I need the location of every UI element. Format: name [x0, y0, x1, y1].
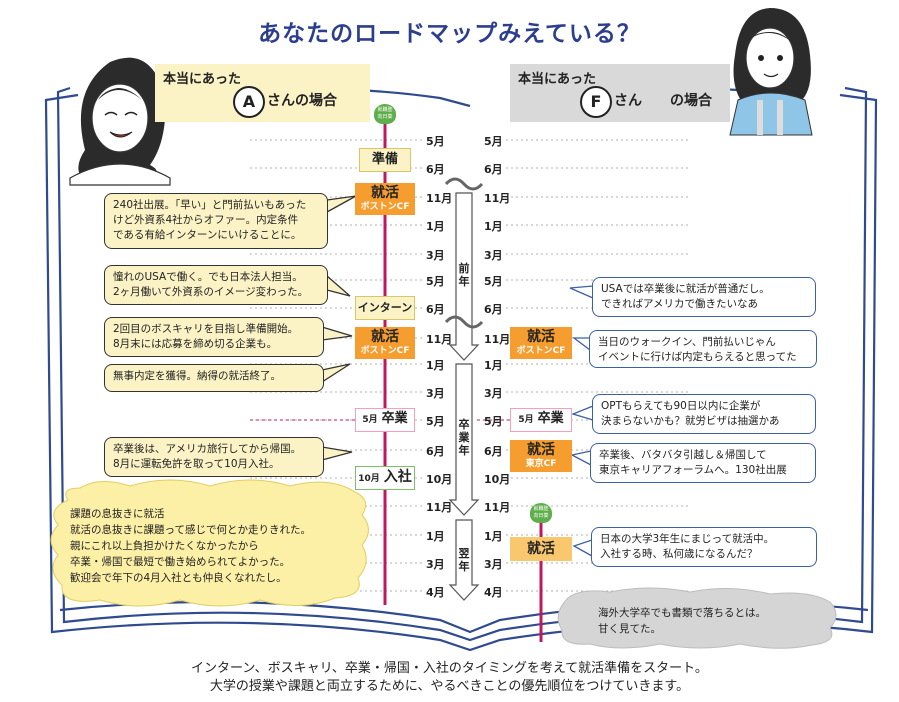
month-label-left: 3月: [426, 249, 445, 262]
character-a-icon: [69, 57, 171, 186]
month-label-right: 1月: [484, 530, 503, 543]
f-bubble-3: OPTもらえても90日以内に企業が決まらないかも？就労ビザは抽選かあ: [592, 394, 816, 434]
bubble-tails: [321, 195, 357, 461]
page-title: あなたのロードマップみえている？: [258, 21, 641, 47]
month-label-left: 11月: [426, 501, 453, 514]
phase-arrow-sotsugyo: [448, 363, 480, 516]
month-label-left: 11月: [426, 192, 453, 205]
character-f-icon: [729, 8, 813, 136]
f-summary-text: 海外大学卒でも書類で落ちるとは。 甘く見てた。: [598, 607, 766, 635]
a-bubble-4: 無事内定を獲得。納得の就活終了。: [104, 364, 324, 392]
time-break-wave-1: [444, 177, 484, 191]
a-tag-nyusha: 10月入社: [355, 466, 415, 490]
month-label-left: 3月: [426, 558, 445, 571]
f-tag-shukatsu-2: 就活東京CF: [510, 440, 572, 472]
a-bubble-1: 240社出展。「早い」と門前払いもあったけど外資系4社からオファー。内定条件であ…: [104, 193, 328, 249]
f-summary-cloud: [557, 587, 837, 649]
a-summary-text: 課題の息抜きに就活 就活の息抜きに課題って感じで何とか走りきれた。 親にこれ以上…: [70, 508, 311, 584]
f-tag-shukatsu-1: 就活ボストンCF: [510, 327, 572, 359]
month-label-left: 5月: [426, 135, 445, 148]
f-tag-sotsugyo: 5月卒業: [510, 408, 572, 432]
a-tag-shukatsu-2: 就活ボストンCF: [355, 327, 415, 359]
phase-label-sotsugyo: 卒業年: [458, 418, 470, 457]
header-a-initial: A: [233, 86, 265, 118]
month-label-right: 5月: [484, 415, 503, 428]
footer-line-1: インターン、ボスキャリ、卒業・帰国・入社のタイミングを考えて就活準備をスタート。: [191, 661, 708, 676]
phase-label-zennen: 前年: [458, 262, 470, 288]
f-bubble-5: 日本の大学3年生にまじって就活中。入社する時、私何歳になるんだ？: [591, 527, 817, 567]
a-tag-junbi: 準備: [359, 148, 411, 172]
a-bubble-5: 卒業後は、アメリカ旅行してから帰国。8月に運転免許を取って10月入社。: [104, 437, 324, 477]
month-label-left: 6月: [426, 303, 445, 316]
a-bubble-3: 2回目のボスキャリを目指し準備開始。8月末には応募を締め切る企業も。: [104, 317, 324, 357]
month-label-left: 3月: [426, 387, 445, 400]
phase-label-yokunen: 翌年: [458, 547, 470, 573]
month-label-left: 10月: [426, 473, 453, 486]
header-f-suffix1: さん: [614, 93, 642, 109]
month-label-right: 4月: [484, 586, 503, 599]
month-label-right: 1月: [484, 359, 503, 372]
a-tag-sotsugyo: 5月卒業: [355, 408, 415, 432]
month-label-left: 1月: [426, 220, 445, 233]
header-f-suffix2: の場合: [670, 93, 712, 109]
month-label-right: 3月: [484, 249, 503, 262]
month-label-right: 6月: [484, 303, 503, 316]
a-bubble-2: 憧れのUSAで働く。でも日本法人担当。2ヶ月働いて外資系のイメージ変わった。: [104, 265, 328, 305]
month-label-left: 5月: [426, 275, 445, 288]
f-tag-shukatsu-3: 就活: [510, 537, 572, 561]
f-bubble-4: 卒業後、バタバタ引越し＆帰国して東京キャリアフォーラムへ。130社出展: [590, 443, 816, 483]
header-a-suffix: さんの場合: [267, 93, 337, 109]
header-f-initial: F: [580, 86, 612, 118]
month-label-left: 4月: [426, 586, 445, 599]
month-label-right: 11月: [484, 192, 511, 205]
header-f-label: 本当にあった: [518, 72, 597, 87]
month-label-right: 5月: [484, 275, 503, 288]
sunflower-seal-a-icon: 就職塾向日葵: [374, 104, 396, 124]
bubble-tails-right: [569, 285, 594, 557]
header-a-label: 本当にあった: [163, 72, 242, 87]
month-label-right: 3月: [484, 558, 503, 571]
header-f: 本当にあった F さん の場合: [510, 64, 730, 122]
footer-caption: インターン、ボスキャリ、卒業・帰国・入社のタイミングを考えて就活準備をスタート。…: [0, 660, 899, 696]
month-label-left: 5月: [426, 415, 445, 428]
month-label-right: 1月: [484, 220, 503, 233]
month-label-left: 6月: [426, 445, 445, 458]
a-tag-intern: インターン: [355, 296, 415, 320]
phase-arrow-yokunen: [448, 519, 480, 601]
month-label-right: 11月: [484, 501, 511, 514]
month-label-left: 1月: [426, 359, 445, 372]
month-label-right: 6月: [484, 445, 503, 458]
month-label-left: 1月: [426, 530, 445, 543]
header-a: 本当にあった A さんの場合: [155, 64, 370, 122]
month-label-left: 6月: [426, 163, 445, 176]
a-summary-cloud: [50, 479, 369, 607]
month-label-right: 5月: [484, 135, 503, 148]
sunflower-seal-f-icon: 就職塾向日葵: [530, 503, 552, 523]
month-label-left: 11月: [426, 333, 453, 346]
f-bubble-1: USAでは卒業後に就活が普通だし。できればアメリカで働きたいなあ: [592, 277, 816, 317]
time-break-wave-2: [444, 315, 484, 329]
month-label-right: 10月: [484, 473, 511, 486]
month-label-right: 3月: [484, 387, 503, 400]
f-bubble-2: 当日のウォークイン、門前払いじゃんイベントに行けば内定もらえると思ってた: [589, 330, 817, 368]
month-label-right: 11月: [484, 333, 511, 346]
footer-line-2: 大学の授業や課題と両立するために、やるべきことの優先順位をつけていきます。: [209, 679, 690, 694]
month-label-right: 6月: [484, 163, 503, 176]
a-tag-shukatsu-1: 就活ボストンCF: [355, 183, 415, 215]
